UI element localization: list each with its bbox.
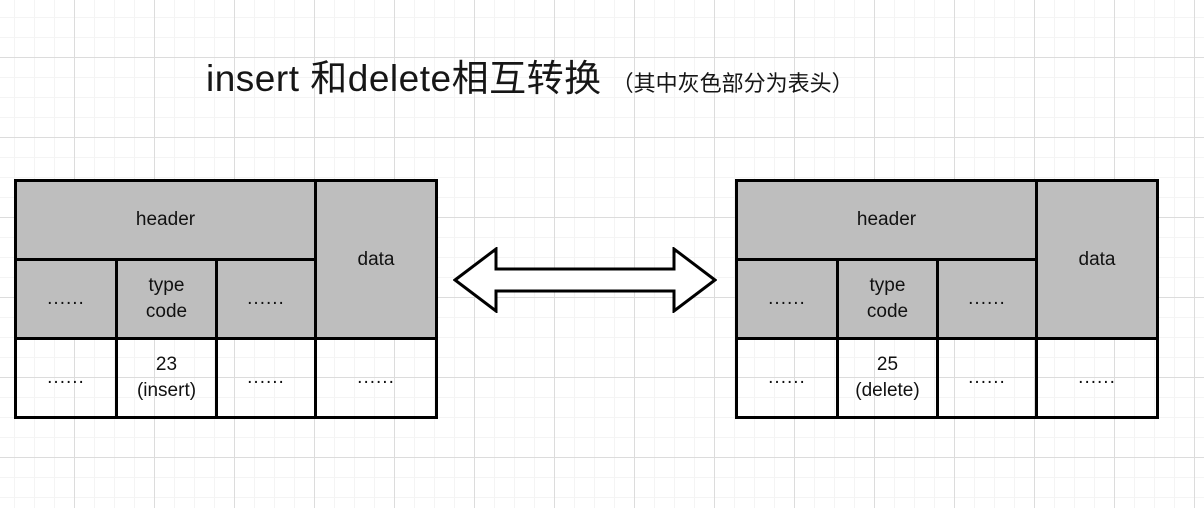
table-row: ...... type code ......	[14, 258, 437, 340]
data-value-ellipsis-cell: ......	[1035, 337, 1160, 419]
data-value-ellipsis-cell: ......	[314, 337, 439, 419]
subheader-ellipsis-cell: ......	[214, 258, 318, 340]
insert-packet-table: header data ...... type code ...... ....…	[13, 179, 439, 419]
subheader-ellipsis-cell: ......	[735, 258, 839, 340]
double-arrow-icon	[452, 245, 718, 315]
subheader-ellipsis-cell: ......	[935, 258, 1039, 340]
type-code-header-cell: type code	[836, 258, 939, 340]
diagram-title: insert 和delete相互转换 （其中灰色部分为表头）	[206, 48, 854, 102]
data-span-cell: data	[314, 179, 439, 340]
conversion-arrow	[452, 245, 718, 315]
type-code-header-cell: type code	[115, 258, 218, 340]
delete-packet-table: header data ...... type code ...... ....…	[734, 179, 1160, 419]
title-main-text: insert 和delete相互转换	[206, 58, 602, 99]
header-span-cell: header	[734, 179, 1039, 261]
value-ellipsis-cell: ......	[735, 337, 839, 419]
type-code-value-cell: 25 (delete)	[836, 337, 939, 419]
table-row: ...... 23 (insert) ...... ......	[14, 337, 439, 419]
data-span-cell: data	[1035, 179, 1160, 340]
table-row: header data	[734, 179, 1160, 340]
header-span-cell: header	[13, 179, 318, 261]
subheader-ellipsis-cell: ......	[14, 258, 118, 340]
table-row: ...... 25 (delete) ...... ......	[735, 337, 1160, 419]
value-ellipsis-cell: ......	[14, 337, 118, 419]
value-ellipsis-cell: ......	[935, 337, 1039, 419]
table-row: header data	[13, 179, 439, 340]
type-code-value-cell: 23 (insert)	[115, 337, 218, 419]
value-ellipsis-cell: ......	[214, 337, 318, 419]
table-row: ...... type code ......	[735, 258, 1158, 340]
title-note-text: （其中灰色部分为表头）	[611, 71, 854, 96]
